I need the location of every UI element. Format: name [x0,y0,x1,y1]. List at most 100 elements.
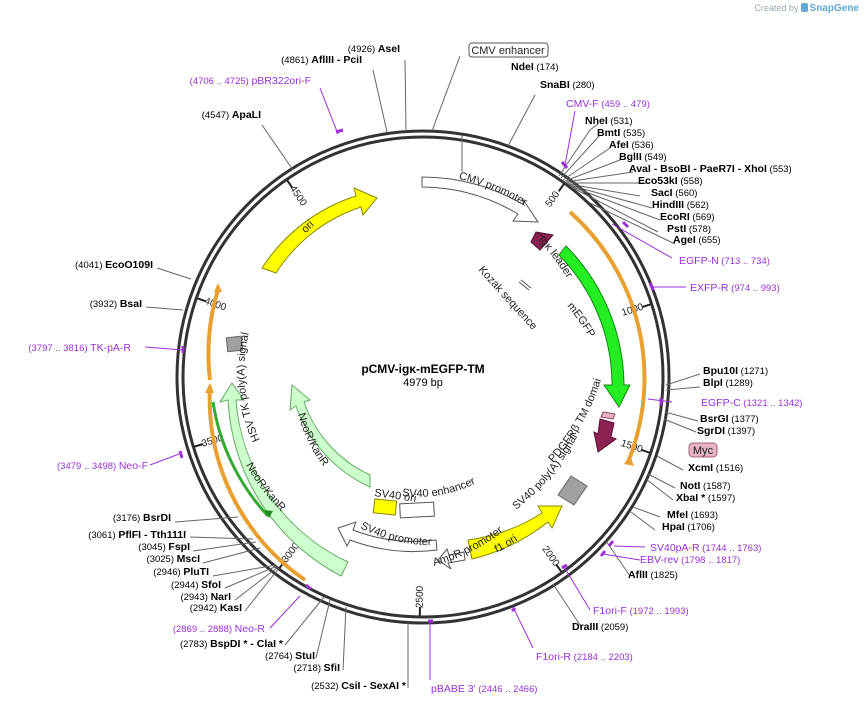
enzyme-site-label: (2764) StuI [265,650,315,662]
credit-brand: SnapGene [809,3,859,14]
enzyme-name: PluTI [183,566,209,578]
primer-label: EGFP-N (713 .. 734) [679,255,770,267]
enzyme-site-label: (3176) BsrDI [113,512,171,524]
enzyme-position: (2942) [190,603,220,614]
primer-range: (713 .. 734) [719,256,770,267]
tick-mark [286,179,294,189]
cmv-enhancer-box [468,42,549,58]
enzyme-name: AflII [628,569,648,581]
igk-leader-arrow [530,231,554,251]
enzyme-position: (4926) [348,44,378,55]
primer-label: F1ori-R (2184 .. 2203) [536,651,633,663]
enzyme-site-label: (3025) MscI [147,553,201,565]
primer-range: (3479 .. 3498) [57,461,119,472]
tick-label: 2000 [539,544,561,569]
plasmid-name: pCMV-igκ-mEGFP-TM [361,362,484,376]
enzyme-position: (569) [690,212,715,223]
primer-name: TK-pA-R [90,342,131,354]
enzyme-site-label: AflII (1825) [628,569,678,581]
enzyme-name: MfeI [667,509,688,521]
primer-name: EBV-rev [640,554,679,566]
enzyme-name: XcmI [688,462,713,474]
primer-leaders [144,87,686,680]
primer-name: F1ori-R [536,651,571,663]
enzyme-position: (3061) [88,530,118,541]
feature-sv40-enhancer-text: SV40 enhancer [402,475,478,500]
tick-label: 2500 [415,585,426,608]
enzyme-site-label: Bpu10I (1271) [703,365,768,377]
enzyme-site-label: HindIII (562) [652,199,709,211]
enzyme-site-label: BglII (549) [619,151,667,163]
enzyme-name: NheI [585,115,608,127]
tick-label: 4500 [287,184,309,209]
credit-prefix: Created by [754,3,799,13]
enzyme-site-label: (2943) NarI [180,591,231,603]
enzyme-name: DraIII [572,621,598,633]
tick-mark [641,303,651,309]
enzyme-site-label: AfeI (536) [609,139,654,151]
enzyme-name: BsaI [120,298,142,310]
enzyme-position: (280) [570,80,595,91]
enzyme-site-label: (2942) KasI [190,602,242,614]
enzyme-site-label: BlpI (1289) [703,377,753,389]
primer-range: (1972 .. 1993) [627,606,689,617]
ampr-promoter-arrow [437,547,466,570]
primer-label: F1ori-F (1972 .. 1993) [593,605,689,617]
enzyme-name: CsiI - SexAI * [341,680,407,692]
enzyme-site-label: AvaI - BsoBI - PaeR7I - XhoI (553) [629,163,792,175]
ori-arrow [261,187,378,274]
enzyme-position: (549) [642,152,667,163]
enzyme-name: FspI [168,541,190,553]
enzyme-position: (4861) [281,55,311,66]
enzyme-position: (1693) [688,510,718,521]
enzyme-position: (1377) [729,414,759,425]
enzyme-name: MscI [177,553,200,565]
enzyme-name: EcoRI [660,211,690,223]
enzyme-position: (3932) [90,299,120,310]
enzyme-site-label: NdeI (174) [511,61,559,73]
enzyme-site-label: (2783) BspDI * - ClaI * [180,638,284,650]
myc-segment [600,411,616,420]
enzyme-position: (536) [629,140,654,151]
primer-name: Neo-R [235,623,266,635]
enzyme-site-label: PstI (578) [667,223,711,235]
primer-name: pBR322ori-F [251,75,311,87]
enzyme-position: (1587) [700,481,730,492]
primer-range: (1321 .. 1342) [741,398,803,409]
enzyme-site-label: (4926) AseI [348,43,400,55]
neor-orf-arrowhead [205,383,214,393]
site-leader-lines [145,55,701,688]
enzyme-site-label: Eco53kI (558) [638,175,703,187]
enzyme-name: BspDI * - ClaI * [210,638,284,650]
enzyme-position: (535) [620,128,645,139]
neor-orf-track [207,385,307,582]
enzyme-name: BglII [619,151,642,163]
primer-range: (459 .. 479) [599,99,650,110]
primer-range: (2446 .. 2466) [476,684,538,695]
enzyme-site-label: (4547) ApaLI [202,109,261,121]
f1-ori-arrow [467,505,563,560]
enzyme-site-label: NotI (1587) [680,480,731,492]
enzyme-name: BlpI [703,377,723,389]
enzyme-site-label: (4041) EcoO109I [75,259,153,271]
enzyme-site-label: HpaI (1706) [662,521,715,533]
sv40-enhancer-box [399,501,435,519]
enzyme-name: NarI [211,591,232,603]
enzyme-site-label: XcmI (1516) [688,462,743,474]
enzyme-position: (2946) [153,567,183,578]
enzyme-name: SfoI [201,579,221,591]
enzyme-position: (1397) [725,426,755,437]
feature-megfp: mEGFP [565,300,598,339]
primer-range: (1744 .. 1763) [700,543,762,554]
megfp-orf-track [568,210,647,463]
cmv-promoter-arrow [421,176,539,223]
tick-mark [640,448,651,454]
enzyme-position: (3025) [147,554,177,565]
enzyme-name: KasI [220,602,242,614]
snapgene-credit: Created by SnapGene [754,3,859,14]
sv40-ori-box [372,498,398,516]
enzyme-site-label: NheI (531) [585,115,633,127]
enzyme-position: (4041) [75,260,105,271]
feature-megfp-text: mEGFP [565,300,598,339]
